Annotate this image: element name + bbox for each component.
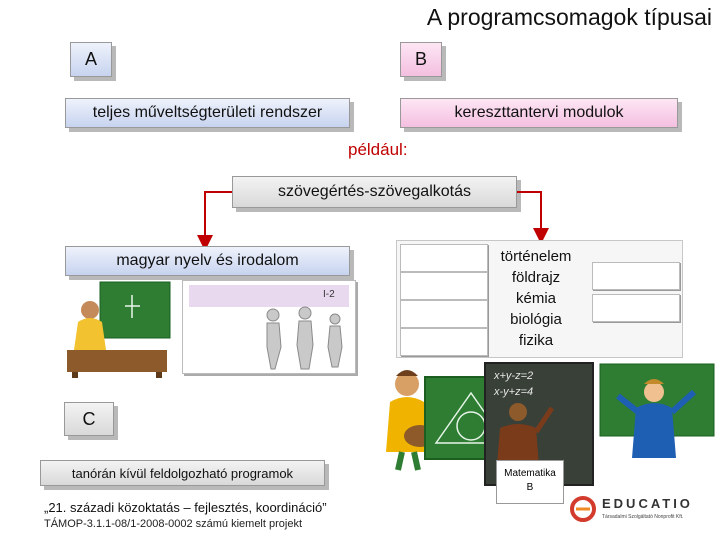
wooden-figurines — [266, 306, 343, 370]
teacher-pointing-illustration — [599, 363, 715, 458]
footer-line-1: „21. századi közoktatás – fejlesztés, ko… — [44, 500, 327, 515]
subject-item: földrajz — [511, 269, 561, 286]
box-b: B — [400, 42, 442, 77]
book-label: I-2 — [323, 289, 335, 300]
module-thumbnail — [400, 244, 488, 272]
card-title: Matematika — [504, 468, 556, 479]
module-thumbnail — [400, 328, 488, 356]
educatio-logo: EDUCATIO Társadalmi Szolgáltató Nonprofi… — [570, 492, 710, 534]
subjects-list: történelem földrajz kémia biológia fizik… — [486, 246, 586, 351]
subject-item: kémia — [515, 290, 556, 307]
module-thumbnail — [400, 272, 488, 300]
logo-name: EDUCATIO — [602, 496, 693, 511]
module-thumbnail — [592, 262, 680, 290]
center-topic-box: szövegértés-szövegalkotás — [232, 176, 517, 208]
example-label: például: — [348, 140, 408, 159]
footer-line-2: TÁMOP-3.1.1-08/1-2008-0002 számú kiemelt… — [44, 518, 303, 530]
subject-item: fizika — [518, 332, 554, 349]
card-letter: B — [526, 482, 534, 493]
logo-mark-icon — [570, 496, 596, 522]
subject-item: biológia — [510, 311, 562, 328]
textbook-cover: I-2 — [182, 280, 356, 374]
teacher-chalkboard-illustration — [67, 281, 171, 378]
mathematics-b-card: Matematika B — [496, 460, 564, 504]
box-c: C — [64, 402, 114, 436]
system-a-box: teljes műveltségterületi rendszer — [65, 98, 350, 128]
formula-text: x-y+z=4 — [494, 386, 534, 398]
logo-subtitle: Társadalmi Szolgáltató Nonprofit Kft. — [602, 514, 684, 520]
subject-item: történelem — [500, 248, 572, 265]
system-b-box: kereszttantervi modulok — [400, 98, 678, 128]
formula-text: x+y-z=2 — [494, 370, 534, 382]
module-thumbnail — [400, 300, 488, 328]
extracurricular-box: tanórán kívül feldolgozható programok — [40, 460, 325, 486]
module-thumbnail — [592, 294, 680, 322]
subject-left-box: magyar nyelv és irodalom — [65, 246, 350, 276]
box-a: A — [70, 42, 112, 77]
page-title: A programcsomagok típusai — [426, 4, 712, 30]
